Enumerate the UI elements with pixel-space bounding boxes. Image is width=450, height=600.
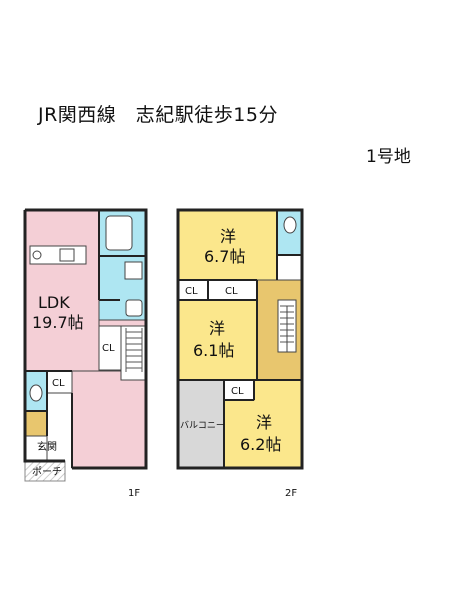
stove-icon	[32, 250, 42, 260]
toilet-icon-1f	[29, 384, 43, 402]
floor-plan-2f	[176, 208, 304, 470]
sink-icon	[59, 248, 75, 262]
room-2f-2-size: 6.1帖	[193, 341, 234, 360]
walls-1f	[23, 208, 148, 470]
floor-2f-label: 2F	[285, 488, 297, 499]
room-2f-1-size: 6.7帖	[204, 247, 245, 266]
stair-2f-treads	[280, 305, 294, 352]
washing-machine-icon	[124, 261, 143, 280]
kitchen-counter-icon	[29, 245, 87, 265]
entrance-label: 玄関	[37, 440, 57, 453]
headline: JR関西線 志紀駅徒歩15分	[38, 104, 278, 126]
room-2f-2	[177, 299, 258, 381]
entrance	[24, 410, 48, 437]
closet-1f-a-label: CL	[102, 343, 115, 354]
lot-number: 1号地	[366, 147, 411, 167]
stair-1f-treads	[125, 328, 143, 372]
ldk-room	[24, 209, 100, 372]
room-2f-3-label: 洋	[256, 413, 272, 432]
bathtub-icon	[105, 215, 133, 251]
room-2f-2-label: 洋	[209, 319, 225, 338]
floor-1f-label: 1F	[128, 488, 140, 499]
room-2f-1-label: 洋	[220, 227, 236, 246]
ldk-label: LDK	[38, 293, 70, 312]
floor-plan-1f	[23, 208, 148, 482]
closet-2f-c-label: CL	[231, 386, 244, 397]
ldk-size: 19.7帖	[32, 313, 84, 332]
closet-2f-b-label: CL	[225, 286, 238, 297]
ldk-room-lower	[71, 370, 147, 469]
closet-1f-b-label: CL	[52, 378, 65, 389]
balcony-label: バルコニー	[180, 420, 225, 431]
toilet-icon-2f	[283, 216, 297, 234]
room-2f-3-size: 6.2帖	[240, 435, 281, 454]
closet-2f-a-label: CL	[185, 286, 198, 297]
walls-2f	[176, 208, 304, 470]
wash-basin-icon	[125, 299, 143, 317]
porch-label: ポーチ	[32, 466, 62, 478]
